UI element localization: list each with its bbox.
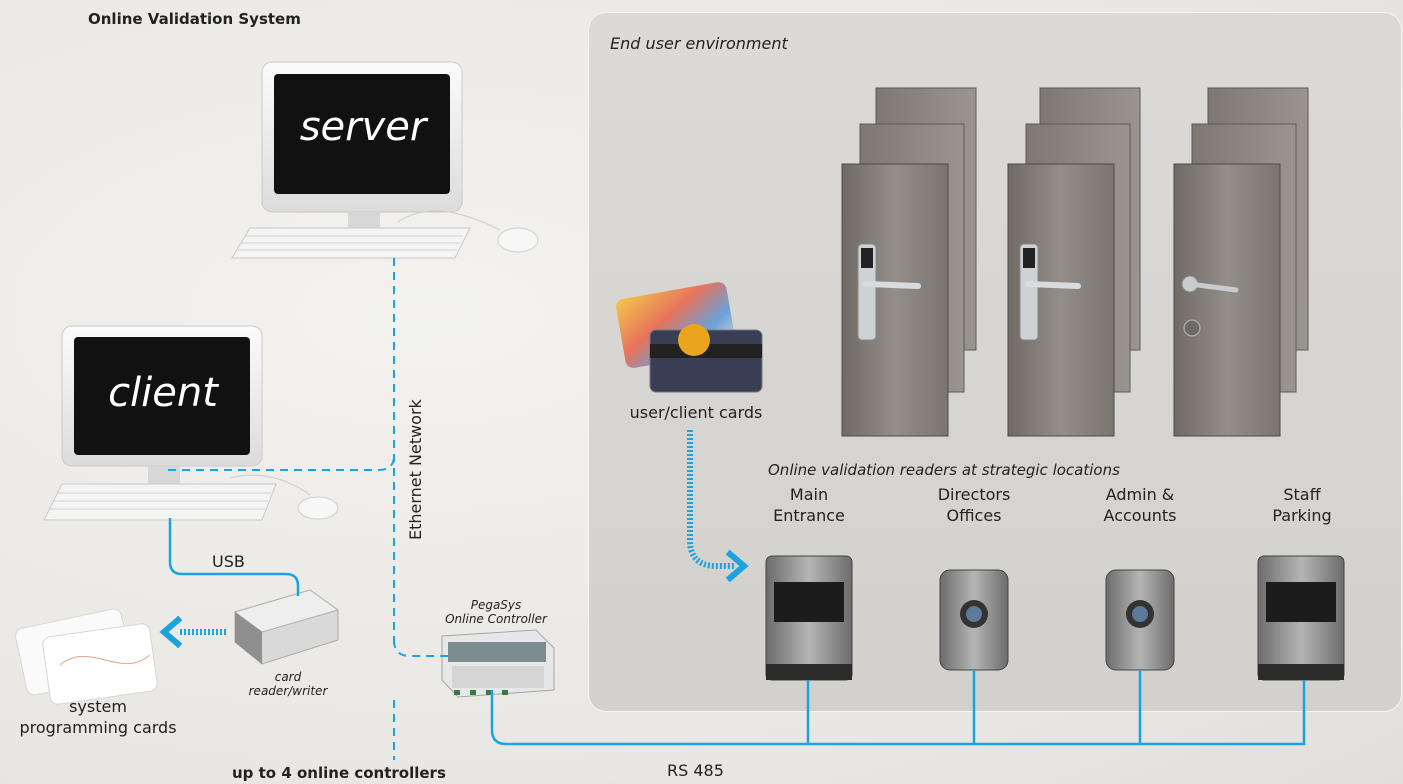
client-computer-icon [43,325,339,521]
server-screen-text: server [299,104,427,150]
doors-illustration [841,87,1309,437]
controllers-note: up to 4 online controllers [232,764,446,782]
ethernet-network-label: Ethernet Network [406,399,425,540]
rs485-bus [490,670,1306,746]
readers-caption: Online validation readers at strategic l… [768,461,1120,479]
reader-to-programming-cards-arrow [159,615,226,649]
cards-to-reader-arrow [687,430,749,583]
reader-label-admin-accounts: Admin &Accounts [1103,485,1177,525]
door-group-2 [1007,87,1141,437]
usb-cable [168,518,300,596]
reader-staff-parking-icon [1257,555,1345,681]
online-controller-icon [441,629,555,698]
reader-admin-accounts-icon [1105,569,1175,671]
environment-title: End user environment [610,34,788,53]
ethernet-line [168,258,448,760]
reader-directors-offices-icon [939,569,1009,671]
page-title: Online Validation System [88,10,301,28]
reader-main-entrance-icon [765,555,853,681]
door-group-3 [1173,87,1309,437]
client-screen-text: client [108,370,218,416]
programming-cards-icon [15,608,158,705]
server-computer-icon [231,61,539,259]
usb-label: USB [212,552,245,571]
user-client-cards-icon [616,282,763,393]
user-client-cards-label: user/client cards [629,403,763,422]
rs485-label: RS 485 [667,761,724,780]
door-group-1 [841,87,977,437]
card-reader-writer-icon [233,589,340,665]
